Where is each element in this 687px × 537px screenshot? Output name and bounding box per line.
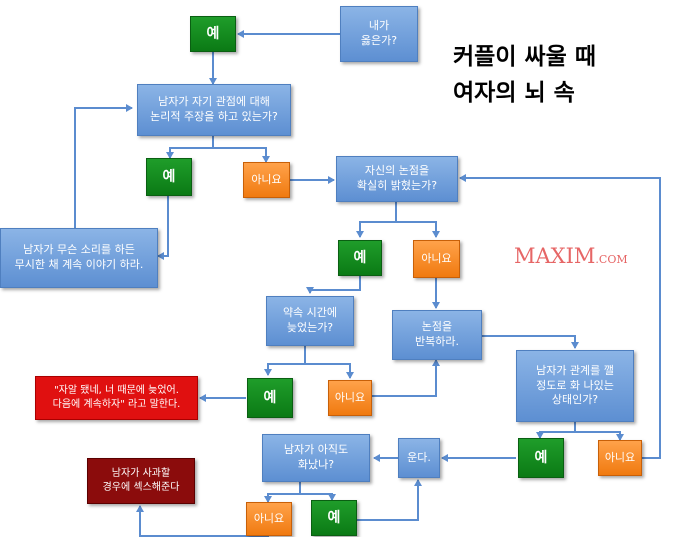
- arrow-q3-yes3: [356, 202, 397, 238]
- arrow-q3-no3: [396, 221, 440, 238]
- arrow-no4-repeat: [372, 359, 440, 397]
- arrow-repeat-q5: [482, 335, 579, 349]
- arrow-q2-no2: [213, 147, 270, 163]
- arrow-no5-q3: [459, 174, 661, 459]
- node-yes5: 예: [518, 438, 564, 478]
- arrow-q5-yes5: [536, 422, 576, 439]
- node-yes1: 예: [190, 16, 236, 52]
- node-loop: 남자가 무슨 소리를 하든 무시한 채 계속 이야기 하라.: [0, 228, 158, 288]
- node-yes2: 예: [146, 158, 192, 196]
- node-q1: 내가 옳은가?: [340, 6, 418, 62]
- node-yes4: 예: [247, 378, 293, 418]
- node-repeat: 논점을 반복하라.: [392, 310, 482, 360]
- node-q5: 남자가 관계를 깰 정도로 화 나있는 상태인가?: [516, 350, 634, 422]
- node-sex: 남자가 사과할 경우에 섹스해준다: [87, 458, 195, 504]
- arrow-yes2-loop: [157, 196, 169, 260]
- node-yes3: 예: [338, 240, 382, 276]
- arrow-q6-yes6: [300, 493, 336, 501]
- maxim-logo-text: MAXIM: [514, 244, 596, 268]
- arrow-yes6-cry: [356, 479, 422, 521]
- node-q6: 남자가 아직도 화났나?: [262, 434, 370, 482]
- arrow-q4-no4: [305, 363, 354, 379]
- node-no6: 아니요: [246, 502, 292, 536]
- arrow-loop-q2: [74, 104, 133, 228]
- arrow-q5-no5: [575, 431, 624, 441]
- maxim-logo-suffix: .COM: [595, 253, 628, 266]
- arrow-yes3-q4: [306, 275, 361, 294]
- page-title: 커플이 싸울 때 여자의 뇌 속: [453, 44, 596, 106]
- arrow-q4-yes4: [264, 346, 306, 376]
- node-no5: 아니요: [598, 440, 642, 476]
- node-no3: 아니요: [413, 240, 460, 278]
- node-q4: 약속 시간에 늦었는가?: [266, 296, 354, 346]
- arrow-q6-no6: [264, 482, 301, 503]
- arrow-q2-yes2: [166, 136, 214, 159]
- node-say-late: "자알 됐네, 너 때문에 늦었어. 다음에 계속하자" 라고 말한다.: [35, 376, 198, 420]
- node-yes6: 예: [311, 500, 357, 536]
- node-no4: 아니요: [328, 380, 372, 416]
- node-cry: 운다.: [398, 438, 440, 478]
- node-q2: 남자가 자기 관점에 대해 논리적 주장을 하고 있는가?: [137, 84, 291, 136]
- node-no2: 아니요: [243, 162, 290, 198]
- maxim-watermark: MAXIM.COM: [514, 244, 628, 268]
- node-q3: 자신의 논점을 확실히 밝혔는가?: [336, 156, 458, 202]
